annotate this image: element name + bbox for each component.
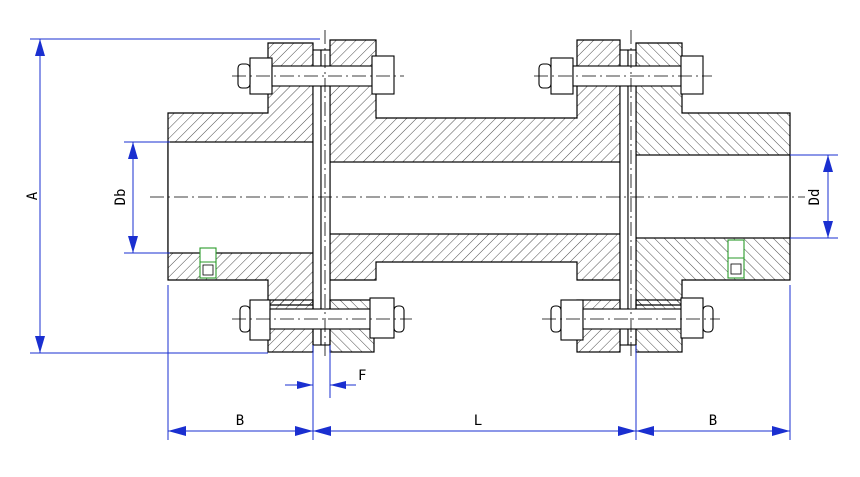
disc-pack-left bbox=[312, 49, 331, 346]
dim-B-right-label: B bbox=[709, 413, 717, 429]
dim-A-label: A bbox=[25, 191, 41, 200]
set-screw-left bbox=[199, 247, 217, 279]
dim-F: F bbox=[285, 345, 366, 398]
dim-L-label: L bbox=[474, 413, 482, 429]
bolt-bottom-left bbox=[232, 297, 412, 341]
dim-Db: Db bbox=[113, 141, 170, 254]
dim-Db-label: Db bbox=[113, 189, 129, 206]
disc-pack-right bbox=[619, 49, 637, 346]
set-screw-right bbox=[727, 239, 745, 279]
bolt-bottom-right bbox=[542, 297, 720, 341]
spacer bbox=[329, 39, 621, 281]
bolt-top-right bbox=[534, 55, 712, 95]
dim-Dd: Dd bbox=[790, 154, 838, 239]
left-hub bbox=[167, 42, 314, 306]
bolt-top-left bbox=[232, 55, 404, 95]
right-hub bbox=[635, 42, 791, 306]
dim-B-left-label: B bbox=[236, 413, 244, 429]
dim-A: A bbox=[25, 38, 320, 354]
dim-F-label: F bbox=[358, 368, 366, 384]
dim-Dd-label: Dd bbox=[807, 189, 823, 206]
dim-lengths: B L B bbox=[167, 285, 791, 440]
